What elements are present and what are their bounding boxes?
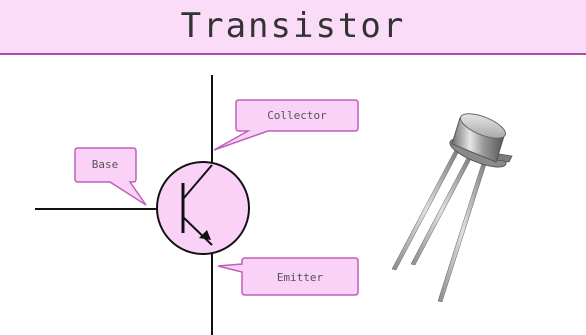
diagram-title: Transistor [180,6,406,46]
collector-callout [213,99,359,151]
emitter-arrow [199,230,211,240]
transistor-symbol-circle [156,161,250,255]
emitter-callout [217,257,359,296]
transistor-component-image [391,113,513,303]
emitter-connection [182,216,213,246]
base-label: Base [92,158,119,171]
emitter-label: Emitter [277,271,324,284]
collector-label: Collector [267,109,327,122]
base-callout [74,147,147,206]
collector-connection [182,164,213,200]
title-bar: Transistor [0,0,586,55]
